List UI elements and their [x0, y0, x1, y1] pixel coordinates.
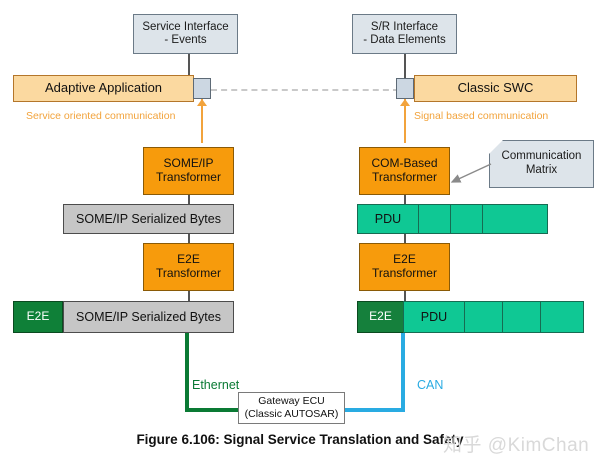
pdu-label: PDU	[374, 211, 402, 226]
pdu-segment-2	[450, 204, 483, 234]
left-interface-line2: - Events	[164, 34, 207, 46]
watermark: 知乎 @KimChan	[443, 435, 590, 456]
left-protected-bytes-label: SOME/IP Serialized Bytes	[76, 309, 221, 324]
right-sr-interface-box: S/R Interface - Data Elements	[352, 14, 457, 54]
right-port-square	[396, 78, 414, 99]
left-port-square	[193, 78, 211, 99]
left-bytes-connector	[188, 234, 190, 244]
right-transformer-connector	[404, 195, 406, 205]
right-interface-line1: S/R Interface	[370, 20, 439, 33]
right-interface-connector	[404, 54, 406, 79]
left-e2e-tag-label: E2E	[26, 309, 50, 324]
someip-serialized-bytes-box: SOME/IP Serialized Bytes	[63, 204, 234, 234]
gateway-ecu-box: Gateway ECU (Classic AUTOSAR)	[238, 392, 345, 424]
pdu-segment-0: PDU	[357, 204, 419, 234]
someip-serialized-bytes-label: SOME/IP Serialized Bytes	[76, 211, 221, 226]
ethernet-line-vertical	[185, 333, 189, 412]
comm-matrix-arrow-icon	[450, 163, 492, 183]
left-e2e-transformer-line2: Transformer	[156, 266, 221, 280]
ethernet-label: Ethernet	[192, 378, 240, 392]
communication-matrix-callout: Communication Matrix	[489, 140, 594, 188]
com-based-transformer-line1: COM-Based	[371, 156, 438, 171]
left-protected-bytes-box: SOME/IP Serialized Bytes	[63, 301, 234, 333]
can-line-vertical	[401, 333, 405, 412]
gateway-line1: Gateway ECU	[258, 394, 325, 407]
right-e2e-transformer-line1: E2E	[393, 252, 416, 267]
ethernet-line-horizontal	[185, 408, 248, 412]
protected-pdu-segment-0: PDU	[403, 301, 465, 333]
pdu-segment-3	[482, 204, 548, 234]
left-interface-connector	[188, 54, 190, 79]
right-e2e-tag: E2E	[357, 301, 404, 333]
classic-swc-label: Classic SWC	[457, 80, 534, 96]
protected-pdu-segment-1	[464, 301, 503, 333]
left-transformer-connector	[188, 195, 190, 205]
right-interface-line2: - Data Elements	[363, 34, 446, 46]
right-pdu-connector	[404, 234, 406, 244]
figure-caption: Figure 6.106: Signal Service Translation…	[136, 432, 464, 447]
signal-based-communication-label: Signal based communication	[414, 110, 549, 122]
right-e2e-tag-label: E2E	[369, 309, 392, 324]
left-service-interface-box: Service Interface - Events	[133, 14, 238, 54]
adaptive-application-box: Adaptive Application	[13, 75, 194, 102]
someip-transformer-line1: SOME/IP	[163, 156, 214, 171]
protected-pdu-segment-2	[502, 301, 541, 333]
someip-transformer-box: SOME/IP Transformer	[143, 147, 234, 195]
callout-line1: Communication	[501, 150, 582, 163]
callout-line2: Matrix	[525, 164, 558, 176]
right-e2e-transformer-box: E2E Transformer	[359, 243, 450, 291]
service-oriented-communication-label: Service oriented communication	[26, 110, 176, 122]
adaptive-application-label: Adaptive Application	[44, 80, 163, 96]
port-link-dashed	[211, 89, 399, 91]
pdu-segment-1	[418, 204, 451, 234]
can-line-horizontal	[345, 408, 405, 412]
protected-pdu-segment-3	[540, 301, 584, 333]
left-e2e-tag: E2E	[13, 301, 63, 333]
com-based-transformer-box: COM-Based Transformer	[359, 147, 450, 195]
left-interface-line1: Service Interface	[142, 20, 229, 33]
protected-pdu-label: PDU	[420, 309, 448, 324]
right-e2e-connector	[404, 291, 406, 301]
com-based-transformer-line2: Transformer	[372, 170, 437, 184]
left-service-arrow	[197, 99, 207, 143]
right-signal-arrow	[400, 99, 410, 143]
classic-swc-box: Classic SWC	[414, 75, 577, 102]
left-e2e-transformer-box: E2E Transformer	[143, 243, 234, 291]
right-e2e-transformer-line2: Transformer	[372, 266, 437, 280]
someip-transformer-line2: Transformer	[156, 170, 221, 184]
left-e2e-transformer-line1: E2E	[177, 252, 200, 267]
gateway-line2: (Classic AUTOSAR)	[244, 408, 339, 420]
left-e2e-connector	[188, 291, 190, 301]
can-label: CAN	[417, 378, 444, 392]
